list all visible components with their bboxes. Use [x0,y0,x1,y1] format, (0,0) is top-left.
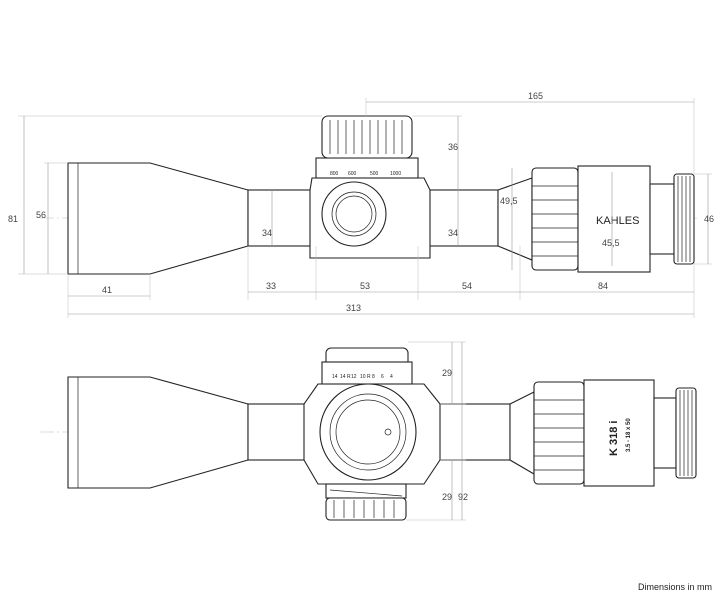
side-scale-4: 8 [372,374,375,380]
dim-side-turret-top: 29 [442,368,452,378]
side-scale-0: 14 [332,374,338,380]
side-scale-1: 14 R [340,374,351,380]
dim-height-total: 81 [8,214,18,224]
dim-tube-left: 34 [262,228,272,238]
footer-note: Dimensions in mm [637,582,712,592]
magnification-label: 3.5 - 18 x 50 [626,418,632,452]
ocular-plan: K 318 i 3.5 - 18 x 50 [509,379,697,487]
model-label: K 318 i [608,421,620,456]
main-tube [247,189,319,247]
objective-bell [67,162,249,275]
dim-eyepiece-body: 45,5 [602,238,620,248]
elevation-turret: 800 600 500 1000 [315,115,419,179]
parallax-knob [321,181,387,247]
dim-front-tube: 33 [266,281,276,291]
objective-bell-plan [67,376,249,489]
elevation-turret-plan: 14 14 R 12 10 R 8 6 4 [321,347,413,385]
dim-ocular: 84 [598,281,608,291]
side-elevation-view: 800 600 500 1000 KAHLES [8,91,714,318]
dimensions-top: 165 81 56 36 34 34 49,5 45,5 [8,91,714,318]
dimensions-plan: 29 29 92 [406,341,468,521]
dim-side-height-total: 92 [458,492,468,502]
windage-knob-plan [319,383,417,481]
side-scale-3: 10 R [360,374,371,380]
turret-scale-2: 500 [370,171,379,177]
ocular: KAHLES [497,165,695,273]
side-scale-2: 12 [351,374,357,380]
dim-obj-bell: 41 [102,285,112,295]
dim-ocular-ring: 49,5 [500,196,518,206]
dim-turret-height: 36 [448,142,458,152]
dim-turret-section: 53 [360,281,370,291]
side-scale-6: 4 [390,374,393,380]
dim-rear-length: 165 [528,91,543,101]
dim-rear-tube: 54 [462,281,472,291]
side-scale-5: 6 [381,374,384,380]
bottom-turret-plan [325,483,407,521]
turret-scale-3: 1000 [390,171,401,177]
dim-side-turret-bottom: 29 [442,492,452,502]
dim-tube-right: 34 [448,228,458,238]
plan-view: 14 14 R 12 10 R 8 6 4 [40,341,700,521]
turret-scale-1: 600 [348,171,357,177]
brand-label: KAHLES [596,215,639,227]
dim-overall-length: 313 [346,303,361,313]
turret-scale-0: 800 [330,171,339,177]
dim-eyepiece-dia: 46 [704,214,714,224]
dim-objective-dia: 56 [36,210,46,220]
